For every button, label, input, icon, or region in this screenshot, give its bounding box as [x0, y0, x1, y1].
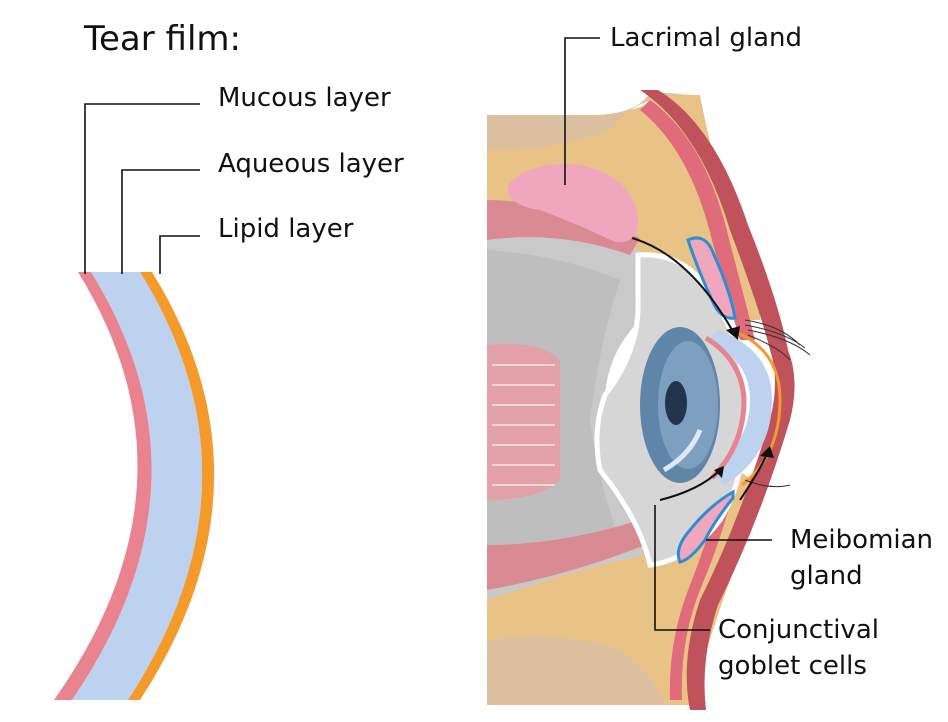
inferior-muscle [487, 520, 645, 590]
meibomian-gland-upper [686, 236, 737, 320]
arrow-heads [714, 326, 774, 478]
conjunctival-label-line1: Conjunctival [718, 615, 879, 645]
lacrimal-gland-label: Lacrimal gland [610, 23, 803, 53]
lipid-leader [159, 235, 200, 274]
iris-reflection [662, 429, 703, 473]
arrow-lower-left [659, 469, 721, 501]
diagram-title: Tear film: [84, 19, 241, 59]
eyelashes [744, 319, 811, 488]
cornea-mucous-edge [704, 335, 747, 480]
aqueous-layer-label: Aqueous layer [218, 149, 404, 179]
mucous-layer-label: Mucous layer [218, 83, 391, 113]
eye-leaders [564, 37, 772, 631]
lipid-layer-label: Lipid layer [218, 214, 354, 244]
conjunctival-label-line2: goblet cells [718, 651, 867, 681]
pupil [665, 381, 687, 425]
eyelid-outer-band [640, 90, 795, 710]
arrow-upper [631, 237, 736, 336]
superior-muscle [487, 200, 640, 255]
lower-skin-band [487, 636, 665, 705]
lacrimal-leader [564, 37, 600, 185]
meibomian-gland-label-line2: gland [790, 561, 863, 591]
meibomian-gland-label-line1: Meibomian [790, 525, 934, 555]
aqueous-layer-band [72, 272, 203, 700]
cornea-tear-film [708, 330, 772, 485]
mucous-leader [84, 103, 200, 274]
upper-skin-band [487, 92, 700, 150]
lacrimal-gland [507, 164, 639, 243]
eyelid-inner-muscle [640, 100, 755, 340]
eye-anatomy [487, 90, 811, 710]
iris-highlight [658, 341, 718, 469]
mucous-layer-band [54, 272, 152, 700]
meibomian-gland-lower [676, 489, 735, 564]
aqueous-leader [121, 169, 200, 274]
lipid-layer-band [128, 272, 215, 700]
conjunctival-leader [654, 505, 710, 631]
lateral-muscle [487, 344, 560, 500]
tear-film-section [54, 272, 215, 700]
lateral-muscle-striations [492, 364, 555, 486]
tear-film-leaders [84, 103, 200, 274]
